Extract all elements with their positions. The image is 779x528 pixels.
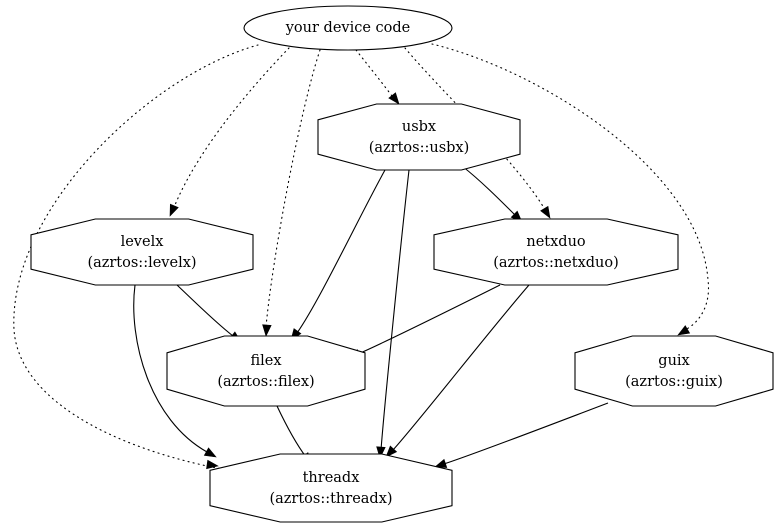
edge-device-threadx [13, 44, 259, 471]
node-usbx[interactable]: usbx(azrtos::usbx) [317, 103, 521, 171]
edge-line-levelx-filex [176, 284, 234, 337]
arrowhead-icon-device-filex [262, 324, 272, 337]
edge-usbx-threadx [376, 169, 410, 459]
node-shape-octagon-levelx[interactable] [30, 218, 254, 286]
node-shape-octagon-netxduo[interactable] [433, 218, 679, 286]
edge-device-filex [262, 49, 321, 337]
edge-line-guix-threadx [443, 402, 609, 465]
edge-guix-threadx [434, 402, 609, 468]
edge-device-levelx [169, 47, 290, 217]
node-levelx[interactable]: levelx(azrtos::levelx) [30, 218, 254, 286]
nodes-layer: your device codeusbx(azrtos::usbx)levelx… [30, 5, 774, 523]
edge-line-filex-threadx [276, 405, 307, 458]
edge-levelx-filex [176, 284, 242, 343]
edge-device-usbx [355, 49, 400, 105]
arrowhead-icon-device-netxduo [540, 205, 551, 219]
edge-line-netxduo-threadx [392, 284, 530, 451]
edge-line-device-levelx [174, 47, 290, 206]
node-shape-octagon-guix[interactable] [574, 335, 774, 407]
node-threadx[interactable]: threadx(azrtos::threadx) [209, 453, 453, 523]
node-shape-ellipse-device[interactable] [243, 5, 453, 51]
arrowhead-icon-netxduo-threadx [385, 445, 398, 458]
edge-device-netxduo [404, 47, 551, 219]
arrowhead-icon-device-levelx [169, 203, 179, 217]
edge-line-device-filex [265, 49, 321, 328]
node-shape-octagon-usbx[interactable] [317, 103, 521, 171]
edge-line-usbx-threadx [380, 169, 410, 451]
arrowhead-icon-levelx-threadx [203, 447, 217, 458]
edge-line-device-netxduo [404, 47, 545, 209]
arrowhead-icon-usbx-threadx [376, 446, 386, 459]
edge-usbx-filex [290, 169, 386, 341]
edge-line-device-guix [431, 43, 710, 331]
edge-line-usbx-filex [296, 169, 386, 334]
node-device[interactable]: your device code [243, 5, 453, 51]
edge-netxduo-threadx [385, 284, 530, 458]
edge-line-usbx-netxduo [461, 165, 516, 216]
arrowhead-icon-device-usbx [388, 92, 400, 105]
edge-usbx-netxduo [461, 165, 523, 223]
edge-line-device-usbx [355, 49, 393, 97]
edge-line-netxduo-filex [357, 284, 501, 355]
node-guix[interactable]: guix(azrtos::guix) [574, 335, 774, 407]
edge-line-levelx-threadx [133, 284, 208, 453]
arrowhead-icon-device-guix [677, 325, 691, 336]
node-netxduo[interactable]: netxduo(azrtos::netxduo) [433, 218, 679, 286]
node-shape-octagon-threadx[interactable] [209, 453, 453, 523]
edge-device-guix [431, 43, 710, 336]
edge-levelx-threadx [133, 284, 217, 458]
node-shape-octagon-filex[interactable] [166, 335, 366, 407]
node-filex[interactable]: filex(azrtos::filex) [166, 335, 366, 407]
arrowhead-icon-device-threadx [206, 459, 219, 470]
